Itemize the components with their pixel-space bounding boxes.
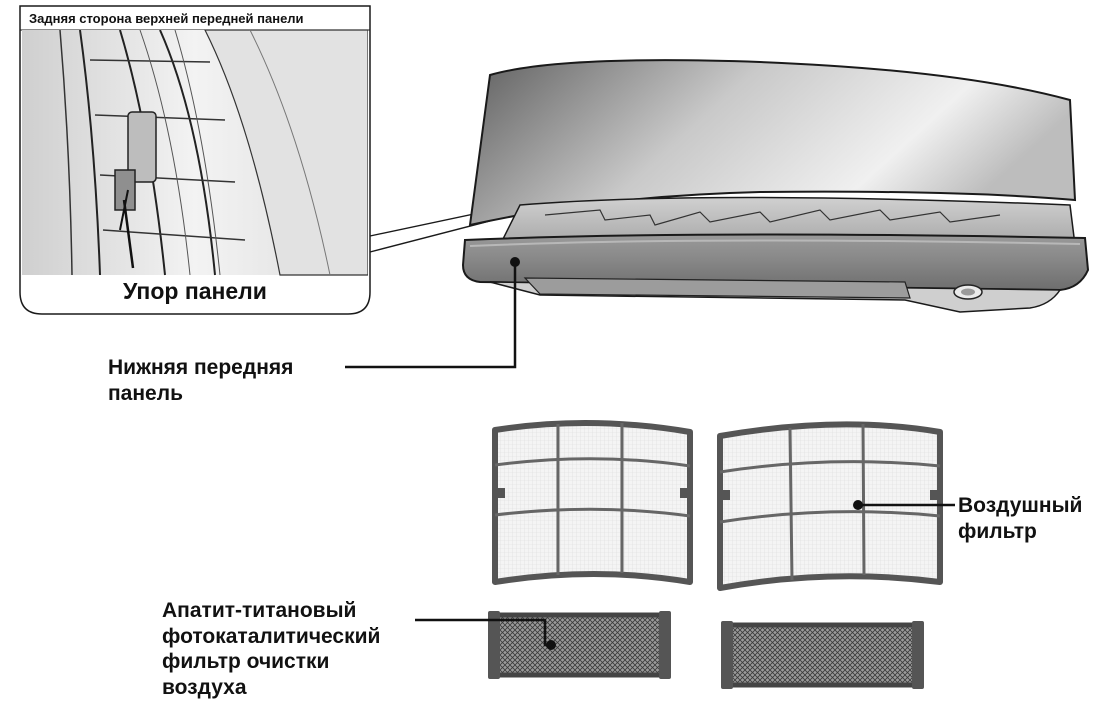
lower-panel-label-line: Нижняя передняя <box>108 355 293 381</box>
air-filter-label-line: фильтр <box>958 519 1082 545</box>
inset-title: Задняя сторона верхней передней панели <box>29 11 304 27</box>
photocatalytic-filter-label: Апатит-титановый фотокаталитический филь… <box>162 598 380 700</box>
photocatalytic-label-line: фотокаталитический <box>162 624 380 650</box>
photocatalytic-label-line: фильтр очистки <box>162 649 380 675</box>
air-filter-label: Воздушный фильтр <box>958 493 1082 544</box>
inset-detail <box>20 6 370 314</box>
air-filter-label-line: Воздушный <box>958 493 1082 519</box>
photocatalytic-filter-left <box>415 611 671 679</box>
air-filter-left <box>495 423 690 582</box>
photocatalytic-label-line: воздуха <box>162 675 380 701</box>
panel-stop-label: Упор панели <box>123 277 267 305</box>
photocatalytic-filter-right <box>721 621 924 689</box>
air-conditioner-unit <box>345 60 1088 367</box>
inset-illustration <box>22 30 368 275</box>
photocatalytic-label-line: Апатит-титановый <box>162 598 380 624</box>
lower-panel-label-line: панель <box>108 381 293 407</box>
lower-panel-label: Нижняя передняя панель <box>108 355 293 406</box>
air-filter-right <box>720 424 955 588</box>
